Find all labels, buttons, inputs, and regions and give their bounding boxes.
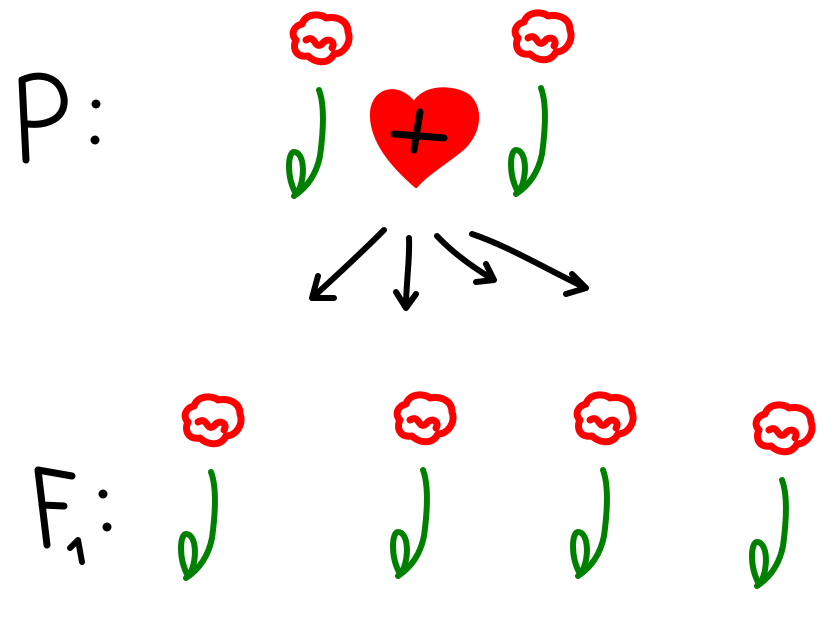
colon-dot-top xyxy=(98,489,108,499)
arrow-4 xyxy=(469,231,589,297)
flower-petals xyxy=(573,391,637,446)
inheritance-arrows xyxy=(309,227,589,311)
parent-flower-right xyxy=(508,9,575,197)
flower-leaf xyxy=(390,529,410,577)
arrow-1 xyxy=(309,227,387,301)
colon-dot-bottom xyxy=(90,135,100,145)
flower-petals xyxy=(181,393,245,448)
flower-leaf xyxy=(749,539,769,587)
offspring-flowers xyxy=(178,391,816,589)
flower-leaf xyxy=(178,531,198,579)
offspring-flower-2 xyxy=(390,391,457,579)
offspring-generation-label: F 1 xyxy=(34,466,112,565)
colon-dot-bottom xyxy=(102,522,112,532)
parent-generation-label: P xyxy=(18,72,101,164)
colon-dot-top xyxy=(91,99,101,109)
parent-flowers xyxy=(286,9,575,199)
flower-stem xyxy=(575,467,610,579)
flower-stem xyxy=(183,469,218,581)
flower-leaf xyxy=(570,529,590,577)
subscript-one-glyph xyxy=(67,537,85,565)
parent-flower-left xyxy=(286,11,353,199)
arrow-2 xyxy=(393,235,419,311)
flower-stem xyxy=(291,87,326,199)
flower-petals xyxy=(289,11,353,66)
cross-heart: + xyxy=(369,87,479,188)
flower-stem xyxy=(395,467,430,579)
flower-leaf xyxy=(508,147,528,195)
flower-leaf xyxy=(286,149,306,197)
arrow-3 xyxy=(434,233,497,285)
flower-stem xyxy=(754,477,789,589)
flower-petals xyxy=(752,401,816,456)
flower-stem xyxy=(513,85,548,197)
offspring-flower-1 xyxy=(178,393,245,581)
letter-f-glyph xyxy=(34,466,76,549)
flower-petals xyxy=(393,391,457,446)
flower-petals xyxy=(511,9,575,64)
cross-symbol-glyph xyxy=(390,108,448,154)
offspring-flower-3 xyxy=(570,391,637,579)
letter-p-glyph xyxy=(18,72,68,164)
offspring-flower-4 xyxy=(749,401,816,589)
